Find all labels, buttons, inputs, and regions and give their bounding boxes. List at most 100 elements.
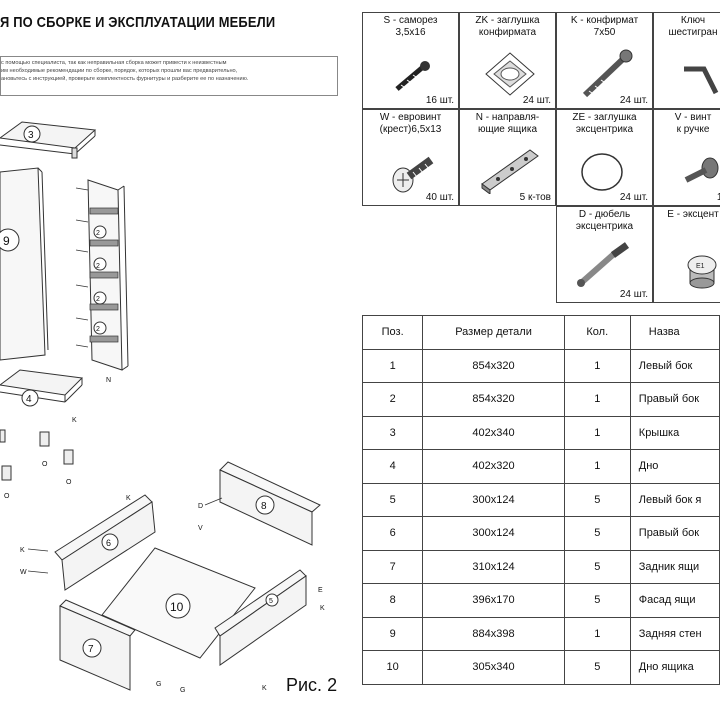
fastener-letter: K: [72, 417, 77, 424]
fastener-letter: K: [262, 685, 267, 692]
part-name: Правый бок: [629, 516, 720, 551]
part-number: 4: [26, 394, 32, 405]
fitting-cell: Ключ шестигран 1: [653, 12, 720, 109]
part-quantity: 1: [563, 382, 631, 417]
svg-text:2: 2: [96, 326, 100, 333]
eccentric-icon: E1: [687, 255, 717, 289]
part-name: Правый бок: [629, 382, 720, 417]
fitting-name: ZK - заглушка конфирмата: [475, 15, 540, 38]
part-9-back-panel: 9: [0, 167, 49, 361]
fitting-qty: 10: [716, 192, 720, 203]
fastener-letter: O: [42, 461, 48, 468]
fitting-qty: 24 шт.: [619, 95, 648, 106]
euroscrew-icon: [392, 156, 434, 193]
parts-table-header: Поз. Размер детали Кол. Назва: [361, 315, 720, 350]
part-6-drawer-side: 6 K W K: [20, 494, 156, 591]
part-name: Крышка: [629, 415, 720, 450]
fitting-qty: 24 шт.: [522, 95, 551, 106]
fitting-qty: 24 шт.: [619, 192, 648, 203]
part-5-drawer-side: 5 E K K: [214, 569, 325, 692]
fastener-letter: G: [156, 681, 161, 688]
part-size: 305x340: [422, 650, 565, 685]
fastener-letter: K: [20, 547, 25, 554]
part-size: 854x320: [422, 382, 565, 417]
part-size: 402x340: [422, 415, 565, 450]
fastener-letter: K: [126, 495, 131, 502]
fastener-letter: K: [320, 605, 325, 612]
eccentric-cap-icon: [581, 153, 623, 191]
part-quantity: 1: [563, 348, 631, 383]
part-size: 396x170: [422, 583, 565, 618]
part-quantity: 5: [563, 549, 631, 584]
part-size: 884x398: [422, 616, 565, 651]
part-quantity: 1: [563, 449, 631, 484]
fitting-cell: D - дюбель эксцентрика 24 шт.: [556, 206, 653, 303]
part-size: 300x124: [422, 482, 565, 517]
part-position: 8: [361, 583, 424, 618]
fitting-cell: ZK - заглушка конфирмата 24 шт.: [459, 12, 556, 109]
part-position: 7: [361, 549, 424, 584]
part-quantity: 5: [563, 482, 631, 517]
part-size: 300x124: [422, 516, 565, 551]
part-quantity: 5: [563, 650, 631, 685]
part-4-bottom-panel: 4 K: [0, 369, 84, 424]
fitting-name: ZE - заглушка эксцентрика: [572, 112, 637, 135]
part-position: 10: [361, 650, 424, 685]
hex-key-icon: [684, 66, 719, 95]
svg-text:2: 2: [96, 296, 100, 303]
part-name: Левый бок я: [629, 482, 720, 517]
part-quantity: 5: [563, 516, 631, 551]
part-name: Задник ящи: [629, 549, 720, 584]
svg-text:2: 2: [96, 230, 100, 237]
fitting-qty: 24 шт.: [619, 289, 648, 300]
fitting-cell: N - направля- ющие ящика 5 к-тов: [459, 109, 556, 206]
part-number: 10: [170, 600, 184, 614]
fitting-cell: K - конфирмат 7х50 24 шт.: [556, 12, 653, 109]
fitting-name: S - саморез 3,5х16: [383, 15, 438, 38]
dowel-icon: [577, 242, 630, 287]
fastener-letter: V: [198, 525, 203, 532]
fitting-qty: 40 шт.: [425, 192, 454, 203]
part-quantity: 1: [563, 415, 631, 450]
fitting-name: N - направля- ющие ящика: [475, 112, 540, 135]
side-panel-with-rails: 2 2 2 2 N: [75, 179, 129, 384]
assembly-drawing: 3 9 2 2 2 2 N 4 K: [0, 121, 325, 694]
part-position: 9: [361, 616, 424, 651]
column-header: Размер детали: [422, 315, 565, 350]
fitting-cell: S - саморез 3,5х16 16 шт.: [362, 12, 459, 109]
part-position: 3: [361, 415, 424, 450]
fastener-letter: G: [180, 687, 185, 694]
fitting-name: E - эксцент: [667, 209, 719, 220]
part-size: 402x320: [422, 449, 565, 484]
fastener-letter: E: [318, 587, 323, 594]
figure-label: Рис. 2: [286, 675, 338, 695]
fitting-name: V - винт к ручке: [674, 112, 712, 135]
part-quantity: 5: [563, 583, 631, 618]
fitting-cell: V - винт к ручке 10: [653, 109, 720, 206]
part-number: 6: [106, 538, 111, 548]
fitting-name: W - евровинт (крест)6,5х13: [379, 112, 442, 135]
part-name: Левый бок: [629, 348, 720, 383]
svg-text:E1: E1: [696, 263, 705, 270]
part-3-top-panel: 3: [0, 121, 97, 159]
part-name: Задняя стен: [629, 616, 720, 651]
part-number: 5: [269, 598, 273, 605]
part-number: 7: [88, 644, 94, 655]
part-8-drawer-front: 8 D V: [198, 461, 321, 546]
column-header: Поз.: [361, 315, 424, 350]
part-number: 8: [261, 501, 267, 512]
fitting-name: K - конфирмат 7х50: [570, 15, 639, 38]
notice-line: им необходимые рекомендации по сборке, п…: [1, 68, 238, 74]
confirmat-cap-icon: [485, 52, 535, 96]
column-header: Кол.: [563, 315, 631, 350]
fastener-letter: D: [198, 503, 203, 510]
fastener-letter: O: [4, 493, 10, 500]
part-position: 6: [361, 516, 424, 551]
